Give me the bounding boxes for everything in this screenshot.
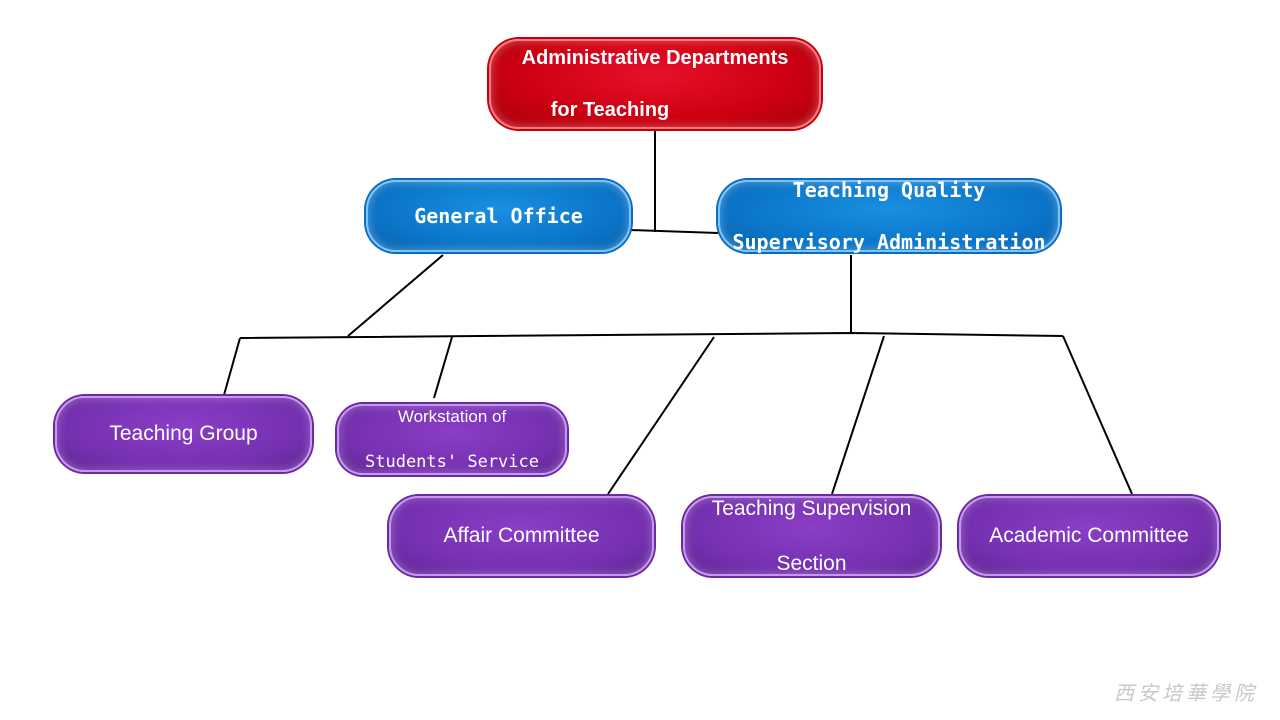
tqsa-line-1: Teaching Quality bbox=[792, 178, 986, 202]
watermark: 西安培華學院 bbox=[1114, 681, 1258, 705]
workstation-line-2: Students' Service bbox=[365, 451, 539, 472]
connector-general-office bbox=[347, 254, 444, 337]
connector-supervision-section bbox=[831, 335, 885, 495]
affair-committee-node: Affair Committee bbox=[389, 496, 654, 576]
tqsa-line-2: Supervisory Administration bbox=[732, 230, 1046, 254]
general-office-label: General Office bbox=[414, 204, 583, 228]
academic-committee-node: Academic Committee bbox=[959, 496, 1219, 576]
supervision-section-node: Teaching Supervision Section bbox=[683, 496, 940, 576]
connector-academic-committee bbox=[1062, 335, 1133, 495]
root-node: Administrative Departments for Teaching bbox=[489, 39, 821, 129]
connector-affair-committee bbox=[607, 336, 715, 495]
connector-bus bbox=[239, 331, 1064, 339]
workstation-line-1: Workstation of bbox=[397, 407, 507, 427]
teaching-group-label: Teaching Group bbox=[109, 422, 258, 446]
teaching-group-node: Teaching Group bbox=[55, 396, 312, 472]
academic-committee-label: Academic Committee bbox=[989, 524, 1189, 548]
connector-workstation bbox=[433, 336, 453, 399]
supervision-section-line-2: Section bbox=[776, 551, 847, 575]
root-node-line-1: Administrative Departments bbox=[521, 47, 789, 69]
connector-teaching-group bbox=[223, 337, 241, 396]
supervision-section-line-1: Teaching Supervision bbox=[711, 497, 912, 521]
root-node-line-2: for Teaching bbox=[550, 99, 670, 121]
general-office-node: General Office bbox=[366, 180, 631, 252]
affair-committee-label: Affair Committee bbox=[443, 524, 600, 548]
workstation-node: Workstation of Students' Service bbox=[337, 404, 567, 475]
tqsa-node: Teaching Quality Supervisory Administrat… bbox=[718, 178, 1060, 254]
connector-level2 bbox=[629, 229, 719, 234]
